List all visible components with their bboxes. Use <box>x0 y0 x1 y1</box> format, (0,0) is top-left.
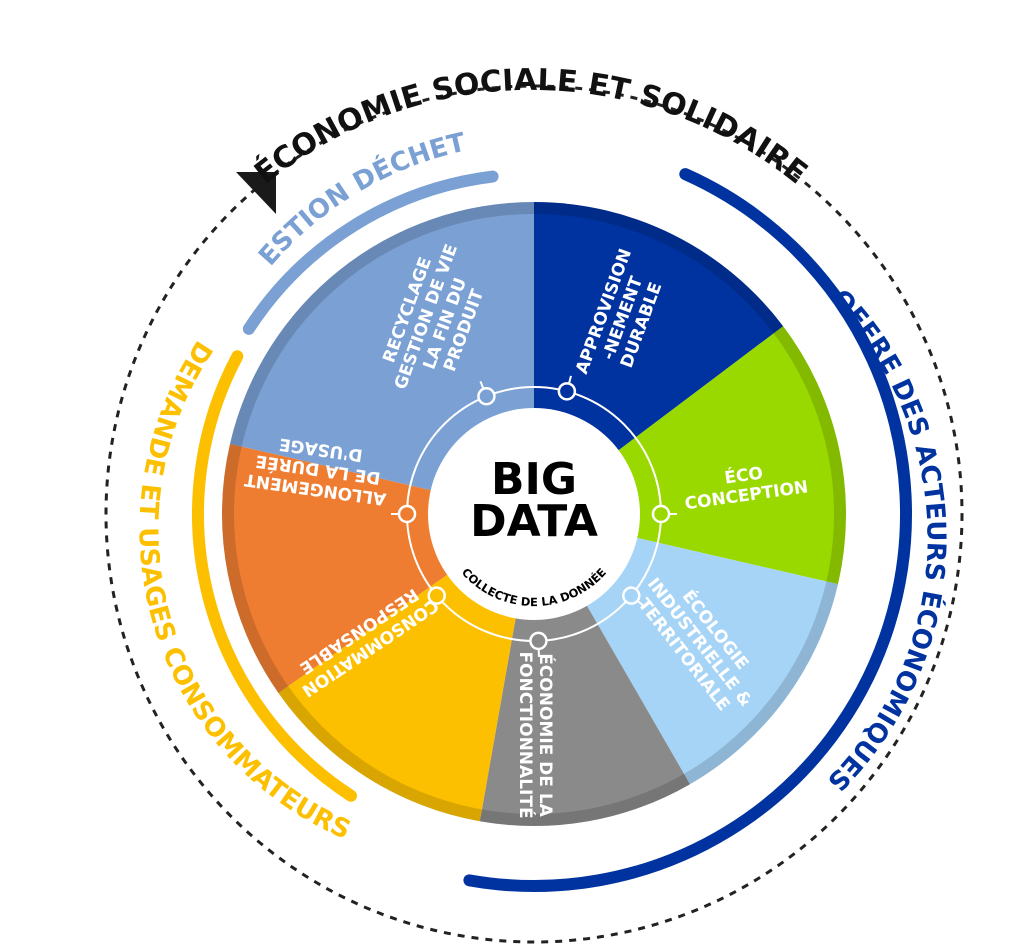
center-hub <box>428 408 640 620</box>
node-marker-approvisionnement <box>557 382 577 401</box>
wheel-rim-shadow <box>222 202 846 826</box>
node-marker-recyclage <box>477 386 496 406</box>
outer-title-text: ÉCONOMIE SOCIALE ET SOLIDAIRE <box>248 63 814 191</box>
node-marker-eco-conception <box>651 504 671 524</box>
segment-label-recyclage: RECYCLAGEGESTION DE VIELA FIN DUPRODUIT <box>372 235 500 406</box>
outer-dotted-ring <box>104 84 964 944</box>
node-marker-allongement <box>397 504 417 524</box>
gestion-label: GESTION DÉCHETS <box>0 0 469 272</box>
segment-nodes <box>391 375 677 657</box>
segment-label-economie-fonctionnalite: ÉCONOMIE DE LAFONCTIONNALITÉ <box>515 651 557 818</box>
segment-label-line: ÉCONOMIE DE LA <box>535 653 557 817</box>
segment-recyclage <box>229 202 535 514</box>
center-title-line2: DATA <box>470 496 598 547</box>
cycle-arrow-icon <box>236 172 276 214</box>
node-marker-consommation-responsable <box>427 586 446 605</box>
center-title-line1: BIG <box>491 454 577 505</box>
node-marker-economie-fonctionnalite <box>529 631 548 651</box>
gestion-label-text: GESTION DÉCHETS <box>0 0 469 272</box>
outer-title: ÉCONOMIE SOCIALE ET SOLIDAIRE <box>248 63 814 191</box>
offre-arc <box>463 168 913 892</box>
demande-arc <box>192 350 358 802</box>
segment-label-line: FONCTIONNALITÉ <box>515 651 537 818</box>
gestion-arc <box>242 170 499 335</box>
node-marker-ecologie-industrielle <box>622 586 641 605</box>
